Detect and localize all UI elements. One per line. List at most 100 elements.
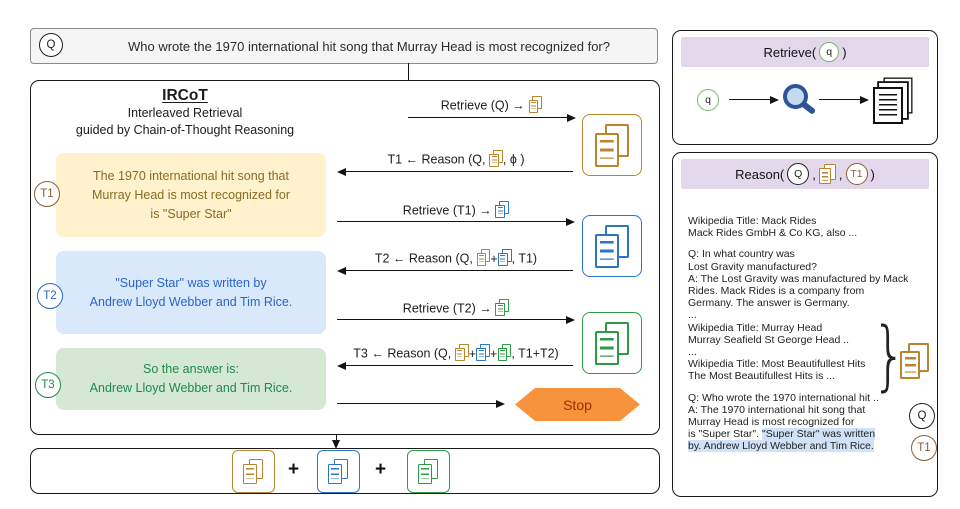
t1-badge-label: T1 (40, 188, 54, 200)
collection-docs-orange (232, 450, 275, 493)
label-text: T1 ← Reason (Q, (387, 152, 489, 167)
documents-icon (594, 123, 630, 168)
reason-example-line: Q: In what country was (688, 248, 795, 261)
ircot-subtitle-line2: guided by Chain-of-Thought Reasoning (75, 123, 295, 137)
thought-t2-line: Andrew Lloyd Webber and Tim Rice. (89, 294, 293, 309)
arrow-retrieve-q (408, 114, 576, 123)
label-icons (489, 150, 503, 167)
arrow-retrieve-t1 (337, 218, 575, 227)
reason-example-line: A: The 1970 international hit song that (688, 403, 866, 416)
documents-icon (242, 458, 265, 485)
query-badge-label: q (826, 46, 833, 58)
header-text: , (838, 166, 843, 182)
retrieved-docs-box-green (582, 312, 642, 374)
flow-label-retrieve-t1: Retrieve (T1) → (337, 201, 575, 218)
document-icon (819, 163, 836, 185)
t3-badge: T3 (35, 372, 61, 398)
thought-t3-line: So the answer is: (143, 362, 239, 376)
label-text: T2 ← Reason (Q, (374, 251, 477, 266)
flow-label-retrieve-q: Retrieve (Q) → (408, 96, 575, 113)
document-icon (454, 344, 469, 361)
document-icon (497, 249, 512, 266)
label-icons: + (476, 249, 512, 266)
stop-node: Stop (515, 388, 640, 421)
t2-badge-label: T2 (43, 290, 57, 302)
reason-panel: Reason( Q , , T1 ) Wikipedia Title: Mack… (672, 152, 938, 497)
label-text: Retrieve (T1) → (402, 203, 496, 218)
plus-sign: + (375, 459, 387, 480)
search-icon (783, 84, 808, 109)
label-icons: ++ (454, 344, 512, 361)
reason-example-line: Q: Who wrote the 1970 international hit … (688, 391, 879, 404)
reason-example-line: ... (688, 346, 697, 359)
thought-t1-line: The 1970 international hit song that (93, 168, 289, 183)
t3-badge-label: T3 (41, 379, 55, 391)
retrieve-flow-arrow (819, 96, 869, 105)
reason-example-line (688, 239, 936, 248)
t2-badge: T2 (37, 283, 63, 309)
label-icons (495, 299, 510, 316)
question-badge: Q (909, 403, 935, 429)
header-text: Reason( (735, 166, 785, 182)
header-text: , (812, 166, 816, 182)
document-icon (497, 344, 512, 361)
label-text: , ϕ ) (502, 152, 525, 167)
question-badge-label: Q (794, 168, 803, 180)
query-badge-label: q (705, 94, 711, 106)
label-text: , T1) (511, 251, 538, 266)
arrow-retrieve-t2 (337, 316, 575, 325)
t1-badge: T1 (911, 435, 937, 461)
collection-connector-arrow (331, 435, 340, 449)
label-text: Retrieve (Q) → (440, 98, 529, 113)
label-text: T3 ← Reason (Q, (353, 346, 455, 361)
ircot-title-block: IRCoT Interleaved Retrieval guided by Ch… (40, 87, 330, 139)
retrieve-panel-header: Retrieve( q ) (681, 37, 929, 67)
question-badge-label: Q (46, 39, 56, 51)
t1-badge-label: T1 (917, 442, 931, 454)
collection-docs-blue (317, 450, 360, 493)
retrieve-flow-arrow (729, 96, 779, 105)
documents-icon (594, 321, 630, 366)
arrow-to-stop (337, 400, 505, 409)
flow-label-reason-t1: T1 ← Reason (Q, , ϕ ) (337, 150, 575, 167)
reason-example-line: Wikipedia Title: Murray Head (688, 321, 823, 334)
arrow-reason-t1 (337, 168, 573, 177)
ircot-title: IRCoT (162, 87, 208, 104)
document-icon (489, 150, 503, 167)
document-icon (899, 343, 929, 380)
documents-icon (594, 224, 630, 269)
collection-docs-green (407, 450, 450, 493)
t1-badge: T1 (34, 181, 60, 207)
document-icon (528, 96, 543, 113)
thought-t3-line: Andrew Lloyd Webber and Tim Rice. (89, 381, 293, 395)
thought-box-t3: So the answer is: Andrew Lloyd Webber an… (56, 348, 326, 410)
reason-example-line: Mack Rides GmbH & Co KG, also ... (688, 227, 858, 240)
flow-label-reason-t3: T3 ← Reason (Q, ++, T1+T2) (337, 344, 575, 361)
document-icon (476, 249, 491, 266)
reason-panel-header: Reason( Q , , T1 ) (681, 159, 929, 189)
plus-sign: + (288, 459, 300, 480)
header-text: Retrieve( (763, 44, 817, 60)
retrieve-panel: Retrieve( q ) q (672, 30, 938, 145)
document-icon (476, 344, 491, 361)
query-badge: q (697, 89, 719, 111)
reason-example-line: Wikipedia Title: Mack Rides (688, 215, 817, 227)
thought-t2-line: "Super Star" was written by (115, 275, 267, 290)
arrow-reason-t2 (337, 267, 573, 276)
reason-example-line: Rides. Mack Rides is a company from (688, 285, 865, 298)
document-icon (495, 299, 510, 316)
label-text: Retrieve (T2) → (402, 301, 496, 316)
flow-label-reason-t2: T2 ← Reason (Q, +, T1) (337, 249, 575, 266)
reason-example-line: Lost Gravity manufactured? (688, 260, 817, 273)
query-badge: q (819, 42, 840, 62)
question-badge: Q (787, 163, 810, 185)
label-icons (495, 201, 510, 218)
reason-example-line: Germany. The answer is Germany. (688, 297, 850, 310)
t1-badge: T1 (845, 163, 868, 185)
reason-example-line: Murray Seafield St George Head .. (688, 333, 850, 346)
documents-icon (327, 458, 350, 485)
reason-example-line: A: The Lost Gravity was manufactured by … (688, 272, 909, 285)
thought-box-t1: The 1970 international hit song that Mur… (56, 153, 326, 237)
